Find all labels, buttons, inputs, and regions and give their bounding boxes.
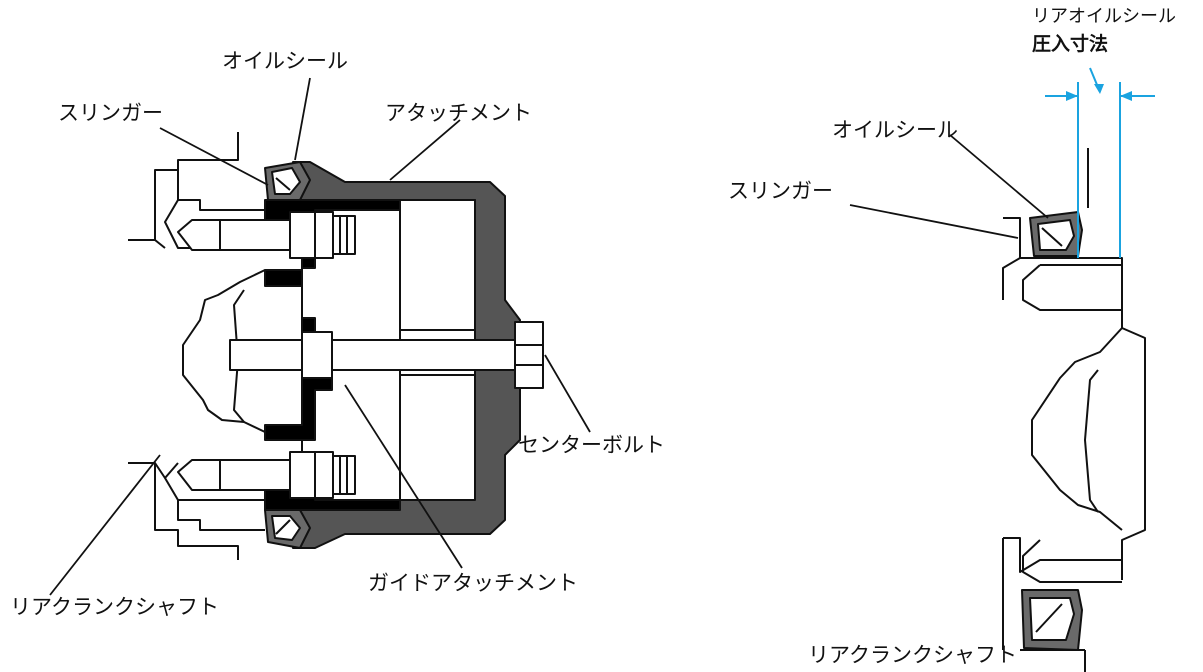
label-center-bolt: センターボルト	[518, 433, 665, 457]
right-bottom-oil-seal	[1021, 589, 1083, 651]
left-leader-lines	[49, 77, 591, 596]
center-bolt	[229, 321, 544, 389]
label-press-fit-dimension: 圧入寸法	[1032, 32, 1108, 55]
bottom-bolt	[177, 451, 356, 499]
label-slinger-right: スリンガー	[728, 179, 833, 203]
label-oil-seal-right: オイルシール	[832, 118, 958, 142]
right-top-oil-seal	[1029, 211, 1083, 257]
right-diagram	[849, 134, 1146, 672]
right-crankshaft-body	[1002, 148, 1146, 672]
bottom-oil-seal	[264, 509, 311, 549]
label-rear-crankshaft-left: リアクランクシャフト	[10, 595, 219, 619]
label-rear-oil-seal: リアオイルシール	[1032, 6, 1176, 27]
top-bolt	[177, 211, 356, 259]
label-slinger-left: スリンガー	[58, 101, 163, 125]
top-oil-seal	[264, 161, 311, 201]
label-rear-crankshaft-right: リアクランクシャフト	[808, 643, 1017, 667]
left-diagram	[49, 77, 591, 596]
label-attachment: アタッチメント	[385, 101, 532, 125]
label-guide-attachment: ガイドアタッチメント	[368, 571, 578, 595]
right-leader-lines	[849, 134, 1049, 239]
label-oil-seal-left: オイルシール	[222, 49, 348, 73]
press-fit-dimension	[1045, 67, 1155, 258]
guide-attachment	[264, 199, 401, 511]
